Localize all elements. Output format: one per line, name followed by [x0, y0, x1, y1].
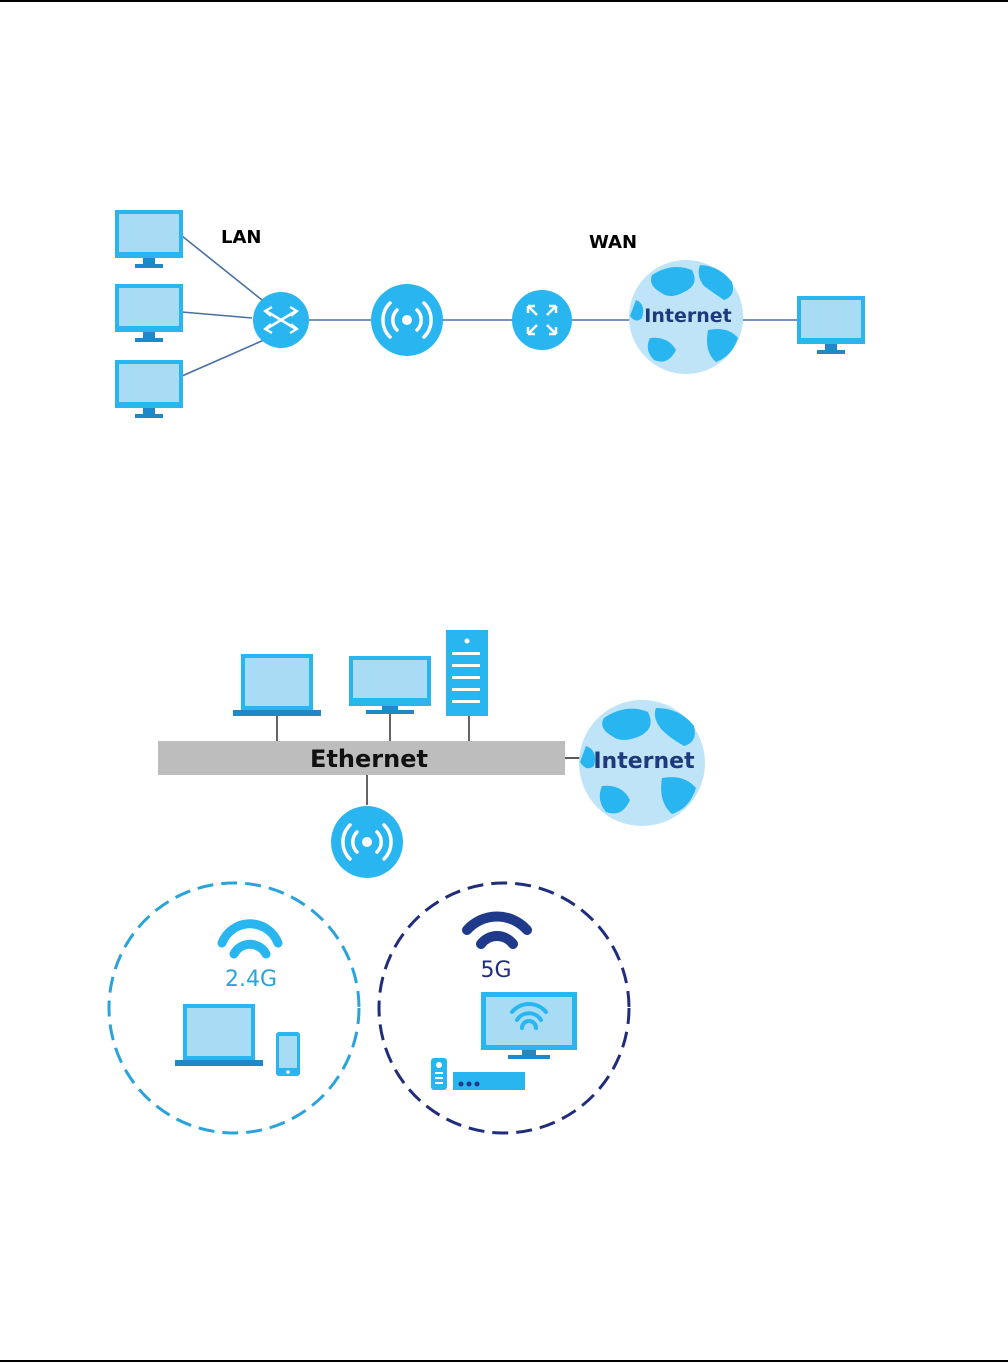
access-point-icon: [331, 806, 403, 878]
computer-icon: [115, 360, 183, 418]
remote-computer-icon: [797, 296, 865, 354]
internet-globe-icon: Internet: [579, 700, 705, 826]
smart-tv-icon: [481, 992, 577, 1059]
lan-wan-diagram: Internet LAN WAN: [115, 210, 865, 418]
internet-globe-icon: Internet: [629, 260, 743, 374]
remote-control-icon: [431, 1058, 447, 1090]
band-24g-label: 2.4G: [225, 967, 277, 992]
laptop-icon: [175, 1004, 263, 1066]
laptop-icon: [233, 654, 321, 716]
smartphone-icon: [276, 1032, 300, 1076]
wan-label: WAN: [589, 232, 637, 253]
router-icon: [512, 290, 572, 350]
band-5g-label: 5G: [480, 958, 511, 983]
ethernet-wifi-diagram: Ethernet Internet 2.4G: [109, 630, 705, 1133]
link-line: [182, 312, 252, 318]
access-point-icon: [371, 284, 443, 356]
internet-label: Internet: [644, 305, 731, 327]
link-line: [182, 340, 264, 376]
set-top-box-icon: [453, 1072, 525, 1090]
wifi-signal-icon: [467, 916, 527, 944]
server-icon: [446, 630, 488, 716]
wifi-signal-icon: [222, 924, 278, 954]
desktop-icon: [349, 656, 431, 714]
computer-icon: [115, 210, 183, 268]
ethernet-label: Ethernet: [310, 745, 428, 773]
computer-icon: [115, 284, 183, 342]
switch-icon: [253, 292, 309, 348]
lan-label: LAN: [221, 227, 261, 248]
internet-label: Internet: [593, 749, 695, 774]
